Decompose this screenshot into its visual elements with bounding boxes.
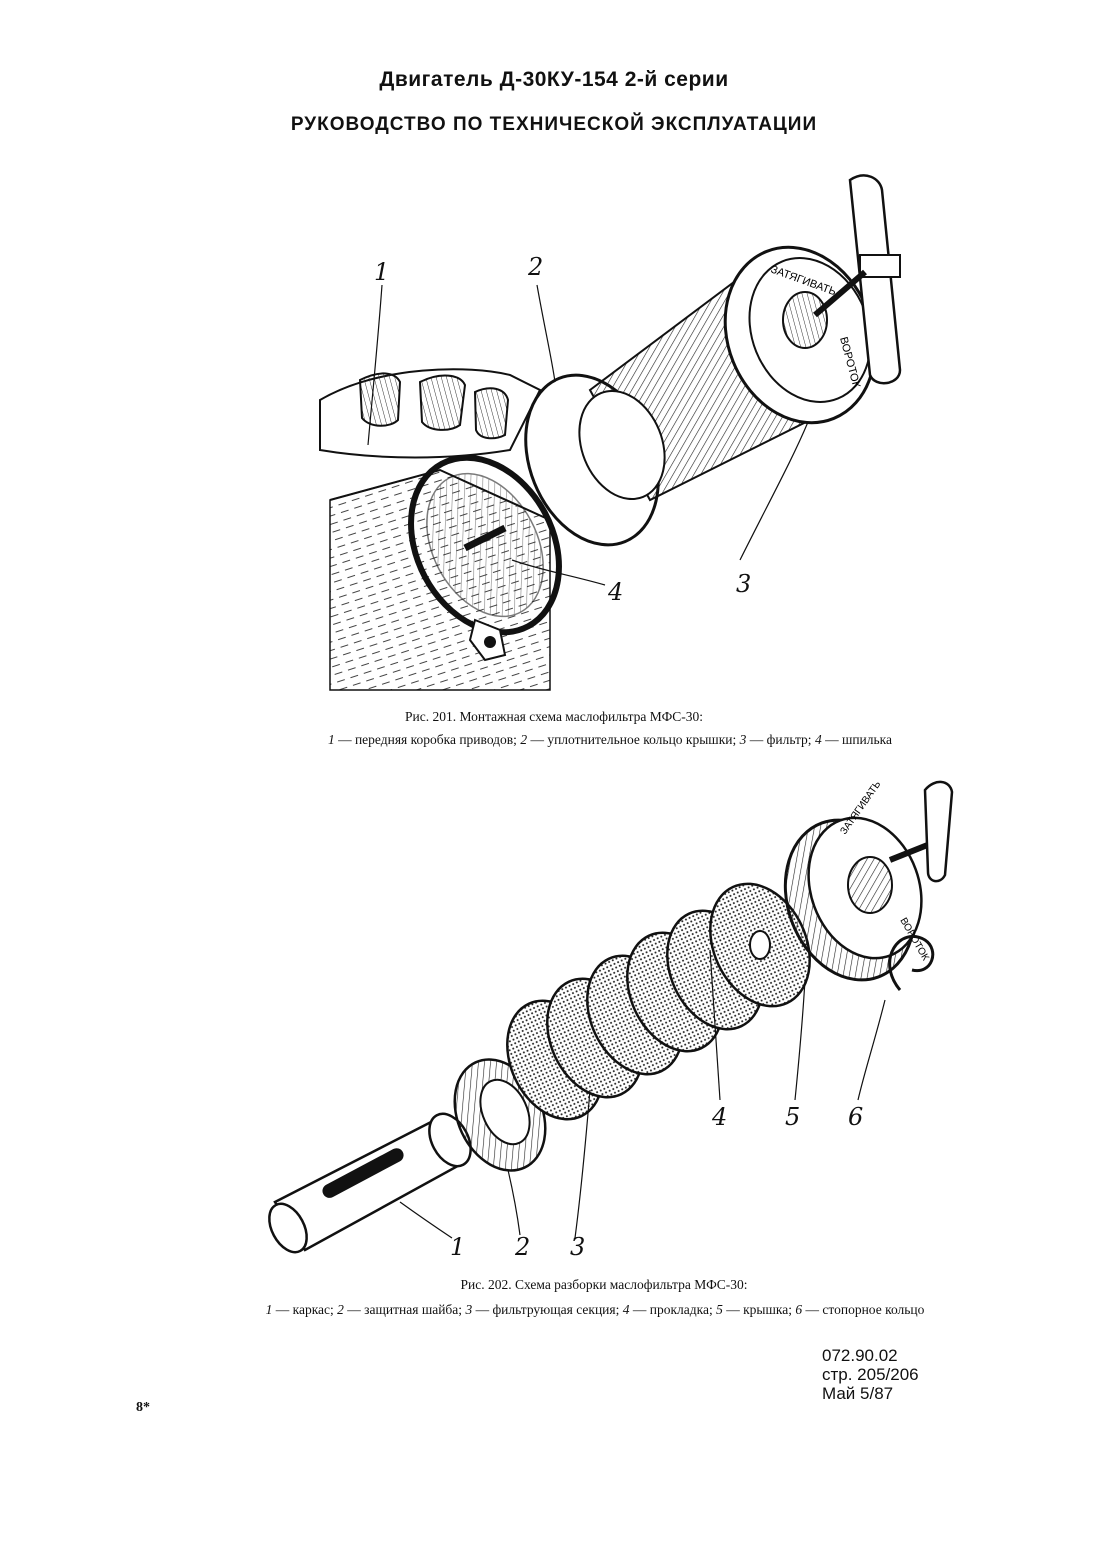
fig202-label-5: 5 <box>785 1103 800 1131</box>
legend-num: 1 <box>327 732 335 747</box>
legend-text: каркас <box>292 1302 331 1317</box>
legend-text: прокладка <box>649 1302 709 1317</box>
fig202-label-3: 3 <box>570 1233 585 1261</box>
fig202-label-1: 1 <box>450 1233 465 1261</box>
figure-201-caption-title: Рис. 201. Монтажная схема маслофильтра М… <box>404 709 704 724</box>
legend-text: шпилька <box>841 732 893 747</box>
leader-lines <box>399 949 886 1239</box>
document-title: Двигатель Д-30КУ-154 2-й серии <box>379 68 729 91</box>
legend-text: стопорное кольцо <box>822 1302 925 1317</box>
document-subtitle: РУКОВОДСТВО ПО ТЕХНИЧЕСКОЙ ЭКСПЛУАТАЦИИ <box>290 114 818 135</box>
legend-text: уплотнительное кольцо крышки <box>547 732 733 747</box>
mounting-flange <box>408 454 562 662</box>
legend-text: крышка <box>743 1302 789 1317</box>
legend-num: 6 <box>795 1302 803 1317</box>
legend-text: фильтрующая секция <box>492 1302 616 1317</box>
fig202-label-6: 6 <box>848 1103 863 1131</box>
revision-date: Май 5/87 <box>822 1384 894 1403</box>
page-signature-mark: 8* <box>136 1400 150 1415</box>
fig201-label-2: 2 <box>527 253 543 281</box>
legend-num: 4 <box>622 1302 630 1317</box>
retaining-ring <box>888 934 935 991</box>
figure-202-illustration: ЗАТЯГИВАТЬ ВОРОТОК 1 2 3 4 5 6 <box>268 779 954 1261</box>
filter-body: ЗАТЯГИВАТЬ ВОРОТОК <box>578 245 877 502</box>
filter-cover: ЗАТЯГИВАТЬ ВОРОТОК <box>783 779 954 982</box>
legend-text: передняя коробка приводов <box>354 732 514 747</box>
figure-202-legend: 1 — каркас; 2 — защитная шайба; 3 — филь… <box>265 1302 925 1317</box>
legend-num: 3 <box>739 732 747 747</box>
legend-num: 4 <box>814 732 822 747</box>
legend-text: защитная шайба <box>364 1302 459 1317</box>
document-info-block: 072.90.02 стр. 205/206 Май 5/87 <box>822 1346 919 1403</box>
legend-text: фильтр <box>766 732 808 747</box>
fig202-label-2: 2 <box>514 1233 530 1261</box>
legend-num: 3 <box>465 1302 473 1317</box>
fig201-label-4: 4 <box>607 578 623 606</box>
leader-lines <box>367 284 809 586</box>
figure-201-legend: 1 — передняя коробка приводов; 2 — уплот… <box>327 732 893 747</box>
page-number: стр. 205/206 <box>822 1365 919 1384</box>
figure-202-caption-title: Рис. 202. Схема разборки маслофильтра МФ… <box>460 1277 748 1292</box>
figure-201-illustration: ЗАТЯГИВАТЬ ВОРОТОК 1 2 3 4 <box>319 174 902 691</box>
fig202-label-4: 4 <box>711 1103 727 1131</box>
fig201-label-3: 3 <box>736 570 751 598</box>
legend-num: 5 <box>716 1302 723 1317</box>
filter-frame <box>268 1112 472 1254</box>
document-number: 072.90.02 <box>822 1346 898 1365</box>
legend-num: 2 <box>520 732 528 747</box>
fig201-label-1: 1 <box>374 258 389 286</box>
filter-sections <box>506 882 811 1121</box>
legend-num: 2 <box>337 1302 344 1317</box>
wrench-handle <box>813 174 902 385</box>
legend-num: 1 <box>265 1302 273 1317</box>
